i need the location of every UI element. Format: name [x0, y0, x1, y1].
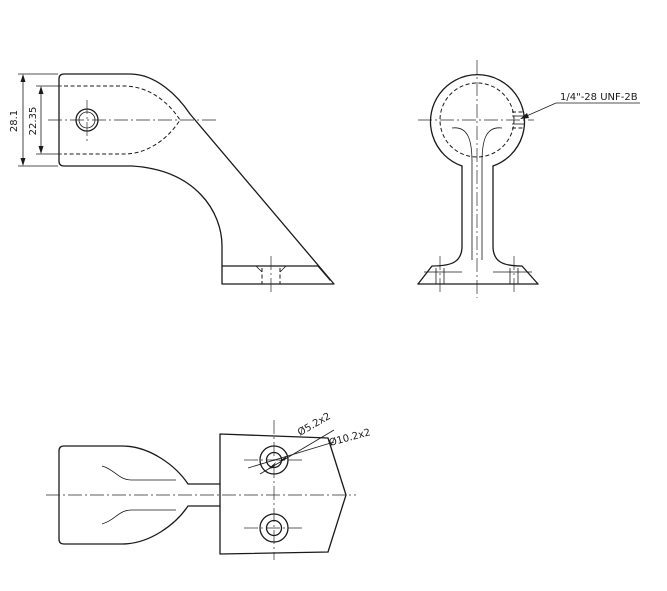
front-view-inner-curve-right [481, 127, 503, 260]
top-view-tube-outline [58, 445, 221, 545]
front-view-ring-outline [429, 74, 526, 167]
large-hole-callout: Ø10.2x2 [328, 426, 372, 449]
top-view-inner-curve-bottom [101, 509, 176, 525]
thread-callout-label: 1/4"-28 UNF-2B [560, 92, 638, 103]
dim-22-arrow-bottom [38, 146, 44, 154]
dim-28-arrow-bottom [20, 158, 26, 166]
small-hole-arrow [268, 462, 276, 469]
dim-28-arrow-top [20, 74, 26, 82]
front-view-inner-curve-left [451, 127, 473, 260]
top-view-base-plate [219, 433, 347, 555]
front-view-stem-right [492, 165, 539, 285]
thread-callout-arrow [520, 113, 529, 119]
side-view-outline [58, 73, 335, 285]
dim-overall-height-label: 28.1 [9, 110, 20, 132]
front-view: 1/4"-28 UNF-2B [417, 60, 640, 298]
side-view-countersink-l [255, 265, 263, 273]
front-view-stem-left [417, 165, 463, 285]
thread-callout-leader [521, 102, 640, 119]
side-view: 28.1 22.35 [9, 73, 335, 292]
dim-inner-height-label: 22.35 [28, 107, 39, 136]
large-hole-leader [247, 441, 335, 469]
side-view-countersink-r [279, 265, 287, 273]
dim-22-arrow-top [38, 86, 44, 94]
side-view-base-chamfer [317, 265, 331, 281]
top-view: Ø5.2x2 Ø10.2x2 [46, 410, 372, 560]
large-hole-arrow [279, 456, 287, 461]
top-view-inner-curve-top [101, 465, 176, 481]
